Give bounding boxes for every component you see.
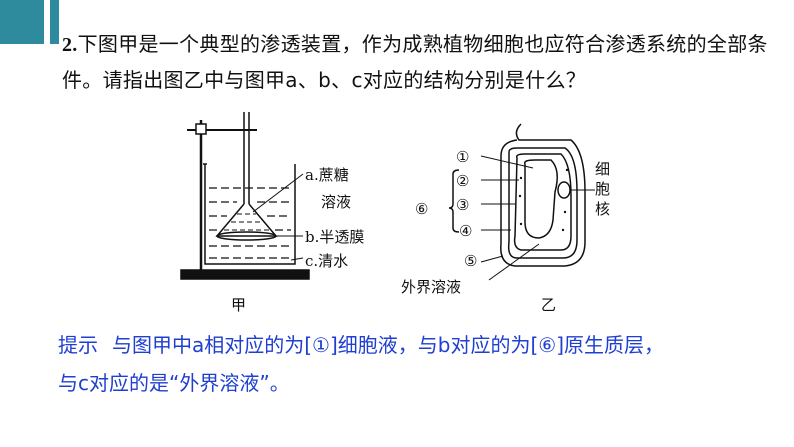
label-c: c.清水 <box>305 252 348 270</box>
caption-yi: 乙 <box>541 296 556 314</box>
protoplast <box>513 153 572 251</box>
marker-1: ① <box>456 148 469 166</box>
question-text: 2.下图甲是一个典型的渗透装置，作为成熟植物细胞也应符合渗透系统的全部条件。请指… <box>62 27 782 98</box>
cytoplasm-dots <box>518 168 569 232</box>
outer-solution-label: 外界溶液 <box>401 278 461 296</box>
cell-wall-inner <box>507 147 578 259</box>
accent-block <box>0 0 44 44</box>
marker-4: ④ <box>459 222 472 240</box>
beaker <box>204 164 296 265</box>
question-body: 下图甲是一个典型的渗透装置，作为成熟植物细胞也应符合渗透系统的全部条件。请指出图… <box>62 32 768 92</box>
caption-jia: 甲 <box>231 296 246 314</box>
label-a-1: a.蔗糖 <box>305 166 349 184</box>
leader-c <box>290 257 304 261</box>
vacuole <box>523 159 558 239</box>
sucrose-lines <box>224 213 269 231</box>
marker-2: ② <box>456 172 469 190</box>
hint-text-1: 与图甲中a相对应的为[①]细胞液，与b对应的为[⑥]原生质层， <box>112 333 665 357</box>
label-a-2: 溶液 <box>321 193 351 211</box>
hint: 提示与图甲中a相对应的为[①]细胞液，与b对应的为[⑥]原生质层， 与c对应的是… <box>58 326 778 402</box>
label-b: b.半透膜 <box>305 228 364 246</box>
marker-6: ⑥ <box>415 200 428 218</box>
leader-a <box>252 173 304 213</box>
figure: a.蔗糖 溶液 b.半透膜 c.清水 甲 <box>175 112 615 322</box>
accent-bar <box>50 0 59 44</box>
clamp-joint <box>195 123 207 135</box>
figure-svg: a.蔗糖 溶液 b.半透膜 c.清水 甲 <box>180 112 610 314</box>
nucleus-label-2: 胞 <box>595 180 610 198</box>
figure-yi <box>448 123 595 281</box>
marker-3: ③ <box>456 196 469 214</box>
figure-jia <box>180 112 310 280</box>
bracket <box>448 169 460 233</box>
stand-base <box>180 269 310 280</box>
yi-leaders <box>480 155 595 281</box>
water-lines <box>209 187 291 259</box>
nucleus-label-1: 细 <box>595 160 610 178</box>
cell-wall-outer <box>500 123 586 267</box>
marker-5: ⑤ <box>464 252 477 270</box>
hint-line-1: 提示与图甲中a相对应的为[①]细胞液，与b对应的为[⑥]原生质层， <box>58 326 778 364</box>
hint-lead: 提示 <box>58 333 98 357</box>
question-number: 2. <box>62 34 78 56</box>
funnel <box>215 203 278 237</box>
hint-line-2: 与c对应的是“外界溶液”。 <box>58 371 290 395</box>
nucleus-label-3: 核 <box>595 200 610 218</box>
nucleus <box>557 181 571 199</box>
